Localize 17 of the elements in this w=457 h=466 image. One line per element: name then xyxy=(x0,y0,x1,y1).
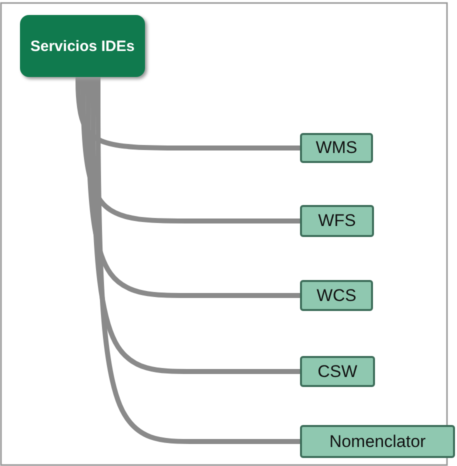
connector-line xyxy=(76,77,300,150)
node-label: Servicios IDEs xyxy=(30,38,135,54)
node-label: WCS xyxy=(316,286,356,306)
node-label: WFS xyxy=(318,211,356,231)
connector-line xyxy=(80,77,300,224)
connector-line xyxy=(96,77,300,444)
service-box xyxy=(300,425,455,458)
service-box xyxy=(300,280,373,311)
service-box xyxy=(300,205,374,237)
service-box xyxy=(300,356,375,387)
node-label: WMS xyxy=(316,138,358,158)
node-label: CSW xyxy=(318,362,358,382)
root-box xyxy=(20,15,145,77)
node-label: Nomenclator xyxy=(329,432,426,452)
service-box xyxy=(300,133,373,163)
connector-line xyxy=(90,77,300,374)
connector-line xyxy=(86,77,300,298)
